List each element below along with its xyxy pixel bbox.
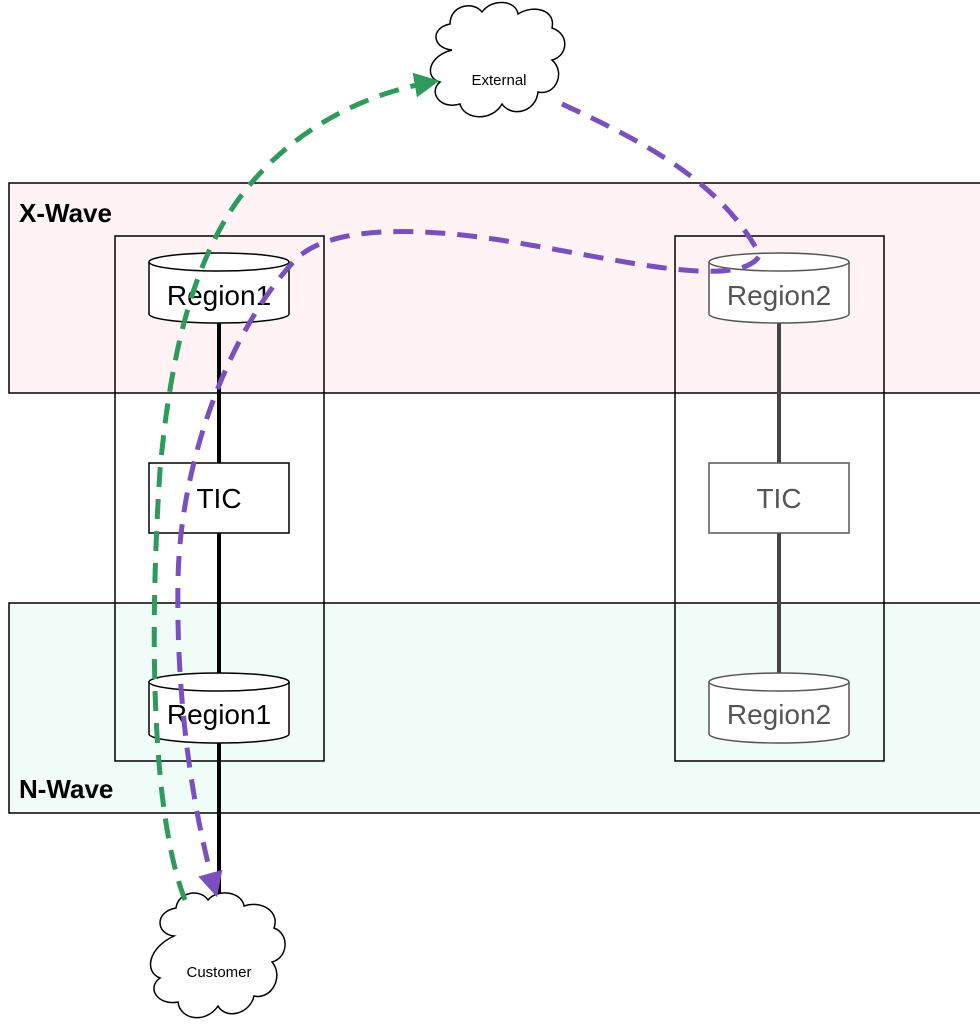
left-top-db-label: Region1 [167,280,271,311]
green-flow-path [151,72,440,901]
left-top-database-icon: Region1 [148,252,290,324]
customer-cloud-icon: Customer [149,892,286,1019]
left-tic-box: TIC [148,462,290,534]
right-tic-label: TIC [756,483,801,514]
external-cloud-icon: External [429,1,566,118]
x-wave-label: X-Wave [19,198,112,228]
right-bottom-database-icon: Region2 [708,672,850,744]
external-cloud-label: External [471,72,526,89]
right-bottom-db-label: Region2 [727,699,831,730]
left-tic-label: TIC [196,483,241,514]
left-bottom-database-icon: Region1 [148,672,290,744]
customer-cloud-label: Customer [186,964,251,981]
right-top-database-icon: Region2 [708,252,850,324]
right-tic-box: TIC [708,462,850,534]
n-wave-label: N-Wave [19,774,113,804]
purple-flow-path [175,101,763,898]
right-stack-container [674,235,885,762]
right-top-db-label: Region2 [727,280,831,311]
